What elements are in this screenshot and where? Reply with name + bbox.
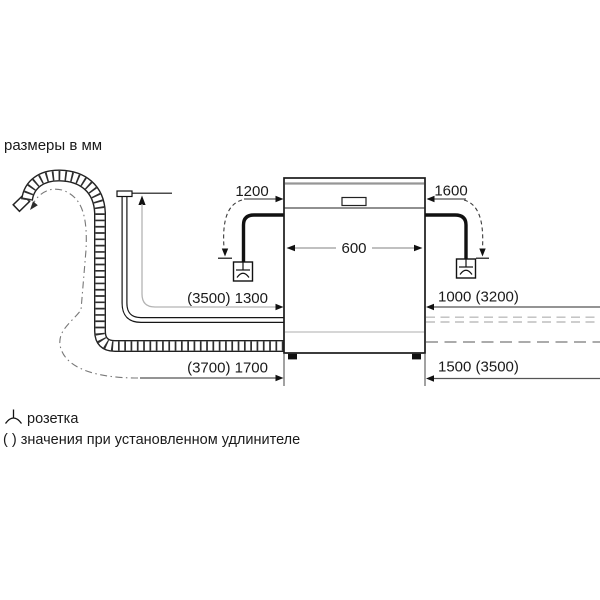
width-dimension: 600: [286, 240, 423, 257]
cord-left-down-arrow: [221, 248, 229, 257]
cord-right-down-arrow: [479, 248, 486, 257]
left-power-cord: [232, 213, 284, 282]
right-supply-label: 1000 (3200): [438, 289, 519, 306]
extension-note: ( ) значения при установленном удлинител…: [3, 432, 300, 448]
right-drain-arrow: [426, 375, 434, 382]
drain-dimension-end-arrow: [30, 201, 38, 210]
right-power-cord: [425, 213, 477, 279]
tap-connector-cap: [116, 190, 133, 198]
dashed-hose-continuations: [426, 316, 600, 343]
supply-dimension-label: (3500) 1300: [187, 290, 268, 307]
socket-legend-label: розетка: [27, 411, 79, 427]
dishwasher: [283, 177, 426, 386]
cord-left-guide-arc: [223, 199, 243, 249]
cord-right-arrow: [426, 195, 435, 203]
socket-icon: [4, 409, 23, 424]
supply-dimension-line: [141, 204, 279, 308]
right-cord-line: [425, 213, 468, 259]
right-supply-dimension: 1000 (3200): [426, 289, 600, 311]
right-drain-label: 1500 (3500): [438, 359, 519, 376]
left-socket-icon: [236, 262, 250, 278]
supply-dimension-arrow: [275, 303, 284, 311]
drain-dimension-guide-curve: [31, 188, 139, 379]
cord-left-label: 1200: [235, 183, 268, 200]
cord-right-label: 1600: [434, 183, 467, 200]
diagram-title: размеры в мм: [4, 137, 102, 154]
left-foot: [288, 353, 297, 360]
cord-left-dimension: 1200: [218, 183, 284, 259]
right-foot: [412, 353, 421, 360]
drain-dimension-arrow: [275, 374, 284, 382]
right-supply-arrow: [426, 303, 434, 311]
cord-right-guide-arc: [463, 199, 484, 249]
width-arrow-left: [286, 244, 295, 252]
supply-dimension: (3500) 1300: [132, 192, 284, 311]
supply-hose-body: [122, 196, 284, 322]
legend: розетка ( ) значения при установленном у…: [3, 409, 300, 448]
cord-right-dimension: 1600: [426, 183, 489, 259]
drain-dimension-label: (3700) 1700: [187, 360, 268, 377]
drain-hose: [12, 169, 284, 352]
left-cord-line: [241, 213, 284, 262]
door-handle: [341, 196, 367, 207]
drain-dimension: (3700) 1700: [30, 188, 284, 382]
drain-hose-body: [22, 170, 284, 351]
width-arrow-right: [414, 244, 423, 252]
right-drain-dimension: 1500 (3500): [426, 359, 600, 382]
width-label: 600: [341, 240, 366, 257]
dishwasher-outline: [283, 177, 426, 354]
right-socket-icon: [459, 259, 473, 275]
supply-dimension-up-arrow: [138, 195, 146, 205]
cord-left-arrow: [275, 195, 284, 203]
